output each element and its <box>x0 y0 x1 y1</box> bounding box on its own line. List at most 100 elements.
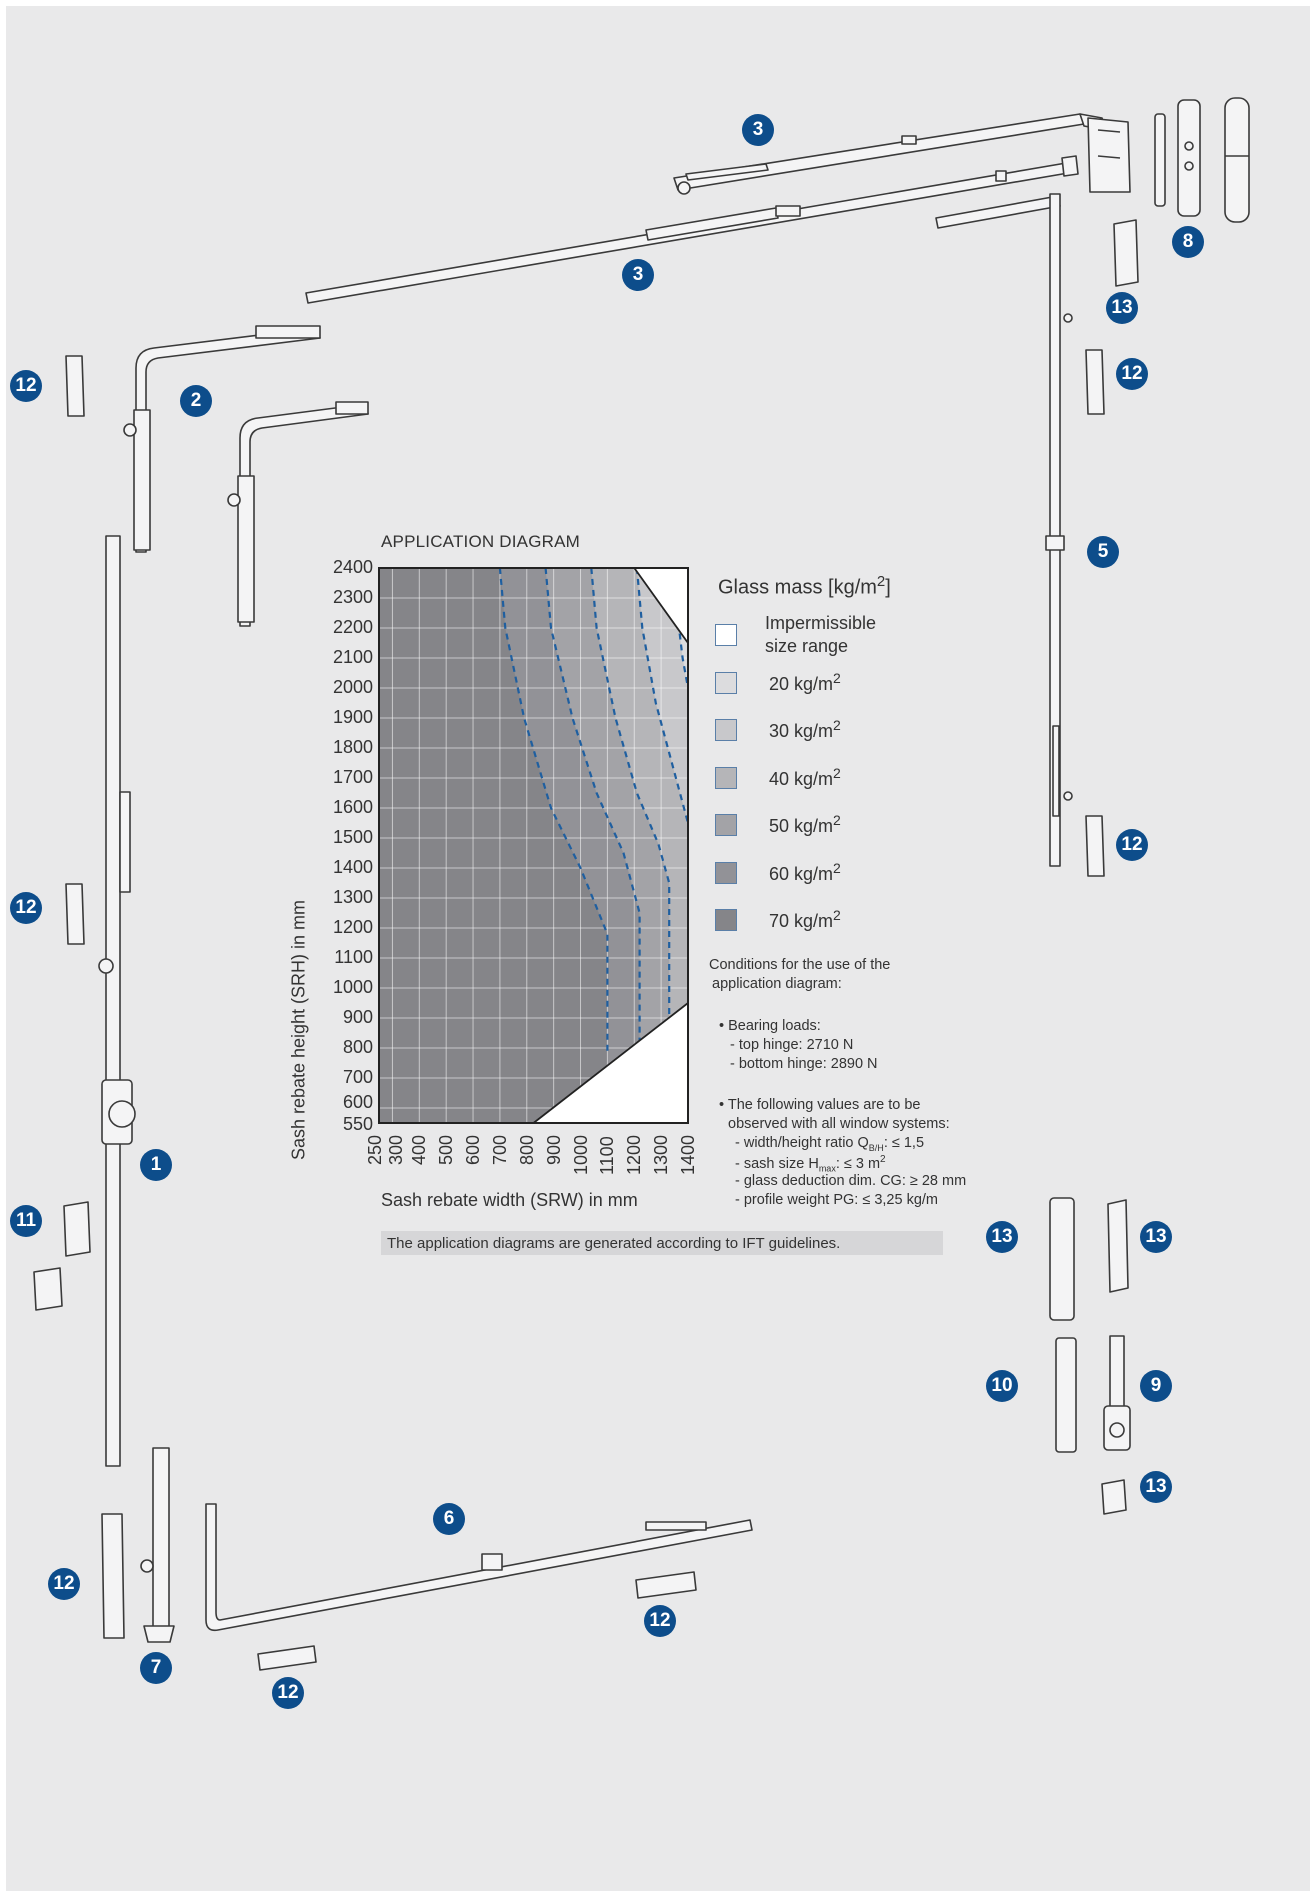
x-tick-label: 500 <box>436 1134 457 1165</box>
callout-badge-12: 12 <box>10 370 42 402</box>
callout-badge-1: 1 <box>140 1149 172 1181</box>
keeper-part <box>65 883 85 945</box>
corner-hinge-cover-part <box>1055 1337 1077 1453</box>
legend-label: 60 kg/m2 <box>769 860 841 884</box>
y-tick-label: 1800 <box>332 737 373 757</box>
callout-badge-5: 5 <box>1087 536 1119 568</box>
keeper-set-part <box>63 1201 91 1257</box>
y-tick-label: 900 <box>342 1007 373 1027</box>
conditions-intro: Conditions for the use of the <box>709 957 891 973</box>
cover-cap-part <box>1107 1199 1129 1293</box>
y-axis-label: Sash rebate height (SRH) in mm <box>288 899 309 1161</box>
y-tick-label: 2000 <box>332 677 373 697</box>
x-tick-label: 1300 <box>651 1134 672 1175</box>
values-intro: observed with all window systems: <box>728 1116 950 1132</box>
keeper-part <box>101 1513 125 1639</box>
legend-swatch <box>715 862 737 884</box>
cover-cap-part <box>1049 1197 1075 1321</box>
y-tick-label: 1000 <box>332 977 373 997</box>
x-tick-label: 250 <box>365 1134 385 1165</box>
legend-title: Glass mass [kg/m2] <box>718 573 891 599</box>
callout-badge-13: 13 <box>1140 1221 1172 1253</box>
legend-label: 30 kg/m2 <box>769 717 841 741</box>
x-tick-label: 1100 <box>597 1136 618 1175</box>
sash-size-condition: - sash size Hmax: ≤ 3 m2 <box>735 1154 886 1174</box>
chart-band <box>636 568 688 1123</box>
stay-arm-lower-part <box>305 155 1079 304</box>
stay-bearing-part <box>1154 97 1250 223</box>
guidelines-note: The application diagrams are generated a… <box>387 1235 841 1252</box>
series-boundary-line <box>590 567 671 1018</box>
bearing-loads-title: • Bearing loads: <box>719 1018 821 1034</box>
callout-badge-11: 11 <box>10 1205 42 1237</box>
x-axis-label: Sash rebate width (SRW) in mm <box>381 1190 638 1210</box>
x-tick-label: 1200 <box>624 1134 645 1175</box>
y-tick-label: 700 <box>342 1067 373 1087</box>
callout-badge-12: 12 <box>1116 358 1148 390</box>
keeper-part <box>257 1645 317 1671</box>
x-tick-label: 300 <box>386 1134 407 1165</box>
x-tick-label: 1000 <box>570 1134 591 1175</box>
callout-badge-12: 12 <box>1116 829 1148 861</box>
y-tick-label: 1100 <box>334 947 373 967</box>
y-tick-label: 600 <box>342 1092 373 1112</box>
callout-badge-12: 12 <box>48 1568 80 1600</box>
legend-swatch <box>715 719 737 741</box>
callout-badge-2: 2 <box>180 385 212 417</box>
legend-swatch <box>715 814 737 836</box>
legend-label: 70 kg/m2 <box>769 907 841 931</box>
series-boundary-line <box>670 567 690 689</box>
legend-swatch <box>715 909 737 931</box>
y-tick-label: 1700 <box>332 767 373 787</box>
y-tick-label: 1500 <box>332 827 373 847</box>
x-tick-label: 400 <box>409 1134 430 1165</box>
chart-frame <box>378 567 689 1124</box>
application-chart <box>378 567 690 1124</box>
y-tick-label: 2300 <box>332 587 373 607</box>
x-tick-label: 900 <box>543 1134 564 1165</box>
corner-drive-part <box>123 325 321 553</box>
series-boundary-line <box>635 567 690 824</box>
bearing-bottom-hinge: - bottom hinge: 2890 N <box>730 1056 878 1072</box>
y-tick-label: 800 <box>342 1037 373 1057</box>
y-tick-label: 550 <box>342 1114 373 1134</box>
legend-swatch <box>715 624 737 646</box>
vertical-espagnolette-part <box>98 535 136 1467</box>
y-tick-label: 1400 <box>332 857 373 877</box>
x-tick-label: 700 <box>489 1134 510 1165</box>
series-boundary-line <box>544 567 641 1042</box>
page-background: 3 3 8 13 12 12 2 5 12 12 1 11 13 13 10 9… <box>6 6 1310 1891</box>
callout-badge-3: 3 <box>622 259 654 291</box>
values-intro: • The following values are to be <box>719 1097 921 1113</box>
keeper-part <box>1085 815 1105 877</box>
corner-drive-part <box>227 401 369 627</box>
callout-badge-9: 10 <box>986 1370 1018 1402</box>
callout-badge-12: 12 <box>10 892 42 924</box>
x-tick-label: 1400 <box>678 1134 698 1175</box>
legend-label: Impermissible size range <box>765 613 877 656</box>
callout-badge-13: 13 <box>1140 1471 1172 1503</box>
diagram-title: APPLICATION DIAGRAM <box>381 532 581 551</box>
series-boundary-line <box>498 567 609 1054</box>
callout-badge-10: 9 <box>1140 1370 1172 1402</box>
glass-deduction-condition: - glass deduction dim. CG: ≥ 28 mm <box>735 1173 967 1189</box>
x-tick-label: 800 <box>516 1134 537 1165</box>
cover-cap-part <box>1101 1479 1127 1515</box>
keeper-part <box>1085 349 1105 415</box>
cover-cap-top-part <box>1113 219 1139 287</box>
callout-badge-12: 12 <box>644 1605 676 1637</box>
keeper-part <box>635 1571 697 1599</box>
y-tick-label: 2400 <box>332 557 373 577</box>
callout-badge-8: 8 <box>1172 226 1204 258</box>
profile-weight-condition: - profile weight PG: ≤ 3,25 kg/m <box>735 1192 938 1208</box>
bottom-drive-rod-part <box>205 1503 753 1632</box>
keeper-set-part <box>33 1267 63 1311</box>
y-tick-label: 2200 <box>332 617 373 637</box>
y-tick-label: 1300 <box>332 887 373 907</box>
legend-label: 50 kg/m2 <box>769 812 841 836</box>
y-tick-label: 1900 <box>332 707 373 727</box>
ratio-condition: - width/height ratio QB/H: ≤ 1,5 <box>735 1135 925 1153</box>
y-tick-label: 1600 <box>332 797 373 817</box>
legend-label: 40 kg/m2 <box>769 765 841 789</box>
legend-swatch <box>715 767 737 789</box>
